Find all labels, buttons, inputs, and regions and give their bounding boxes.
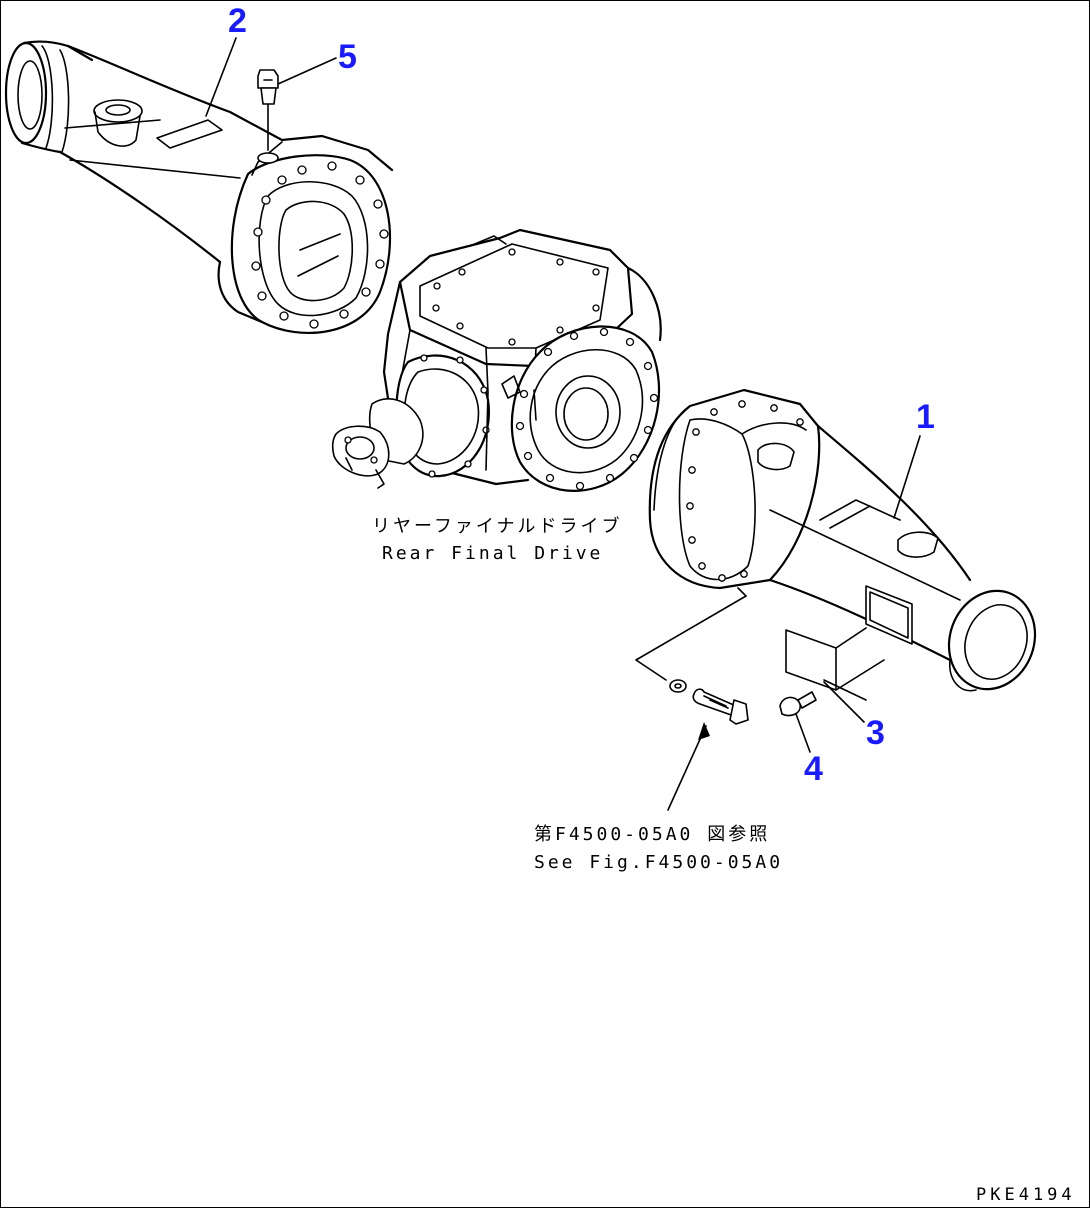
callout-5: 5: [338, 38, 357, 76]
axle-housing-right: [648, 388, 1037, 692]
callout-4: 4: [804, 750, 823, 788]
reference-label-jp: 第F4500-05A0 図参照: [534, 824, 770, 845]
rear-final-drive-label-jp: リヤーファイナルドライブ: [372, 515, 623, 537]
mounting-bolt-and-washer: [669, 679, 749, 725]
part-5-breather: [257, 69, 279, 151]
reference-label-en: See Fig.F4500-05A0: [534, 852, 783, 873]
callout-1: 1: [916, 398, 935, 436]
part-3-name-plate: [785, 627, 885, 691]
axle-housing-left: [4, 40, 394, 334]
drawing-number: PKE4194: [976, 1185, 1076, 1205]
part-4-rivet: [779, 691, 817, 717]
leader-lines: [205, 37, 921, 811]
callout-3: 3: [866, 714, 885, 752]
callout-2: 2: [228, 2, 247, 40]
rear-final-drive-label-en: Rear Final Drive: [382, 543, 603, 564]
rear-final-drive: [331, 228, 662, 492]
